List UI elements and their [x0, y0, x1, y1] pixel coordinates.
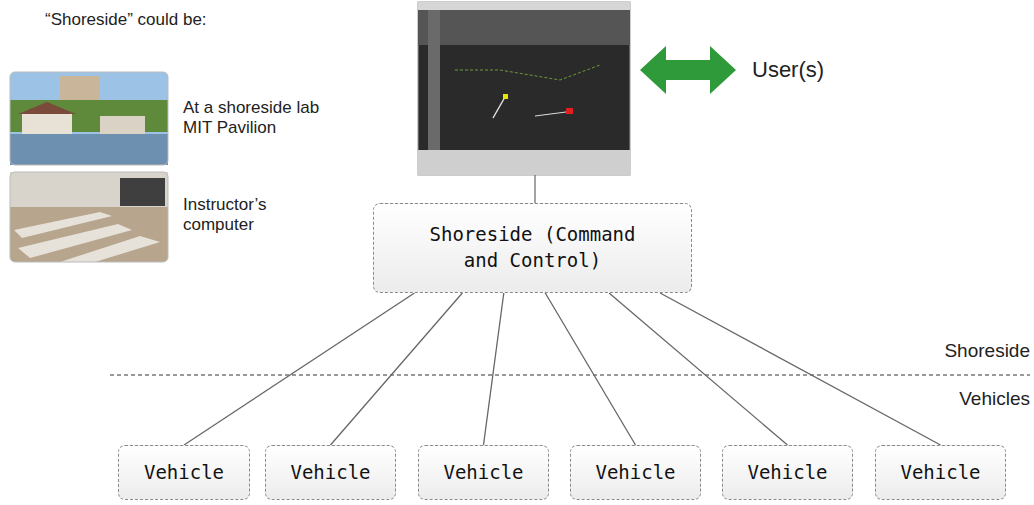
connector-line: [484, 293, 504, 445]
node-text: Vehicle: [595, 460, 675, 486]
node-text: Vehicle: [290, 460, 370, 486]
text-label: Shoreside: [944, 340, 1030, 363]
vehicle-box: Vehicle: [722, 445, 853, 500]
vehicle-box: Vehicle: [418, 445, 549, 500]
text-label: Instructor’s computer: [183, 195, 313, 236]
connector-line: [609, 293, 787, 445]
classroom-photo: [10, 172, 168, 262]
vehicle-box: Vehicle: [265, 445, 396, 500]
vehicle-box: Vehicle: [118, 445, 250, 500]
vehicle-box: Vehicle: [570, 445, 701, 500]
separator-line: [110, 375, 1030, 376]
node-text: Vehicle: [747, 460, 827, 486]
connector-line: [184, 293, 414, 445]
node-text: Vehicle: [443, 460, 523, 486]
node-text: Shoreside (Command and Control): [408, 222, 658, 273]
text-label: Vehicles: [959, 388, 1030, 411]
text-label: “Shoreside” could be:: [45, 10, 207, 30]
node-text: Vehicle: [900, 460, 980, 486]
screenshot-illustration: [418, 2, 630, 175]
connector-line: [331, 293, 463, 445]
text-label: User(s): [752, 57, 824, 83]
pavilion-photo: [10, 72, 168, 165]
double-arrow: [640, 46, 736, 94]
node-text: Vehicle: [144, 460, 224, 486]
command-box: Shoreside (Command and Control): [373, 203, 692, 293]
vehicle-box: Vehicle: [875, 445, 1006, 500]
text-label: At a shoreside lab MIT Pavilion: [183, 98, 348, 139]
connector-line: [545, 293, 635, 445]
connector-line: [660, 293, 940, 445]
